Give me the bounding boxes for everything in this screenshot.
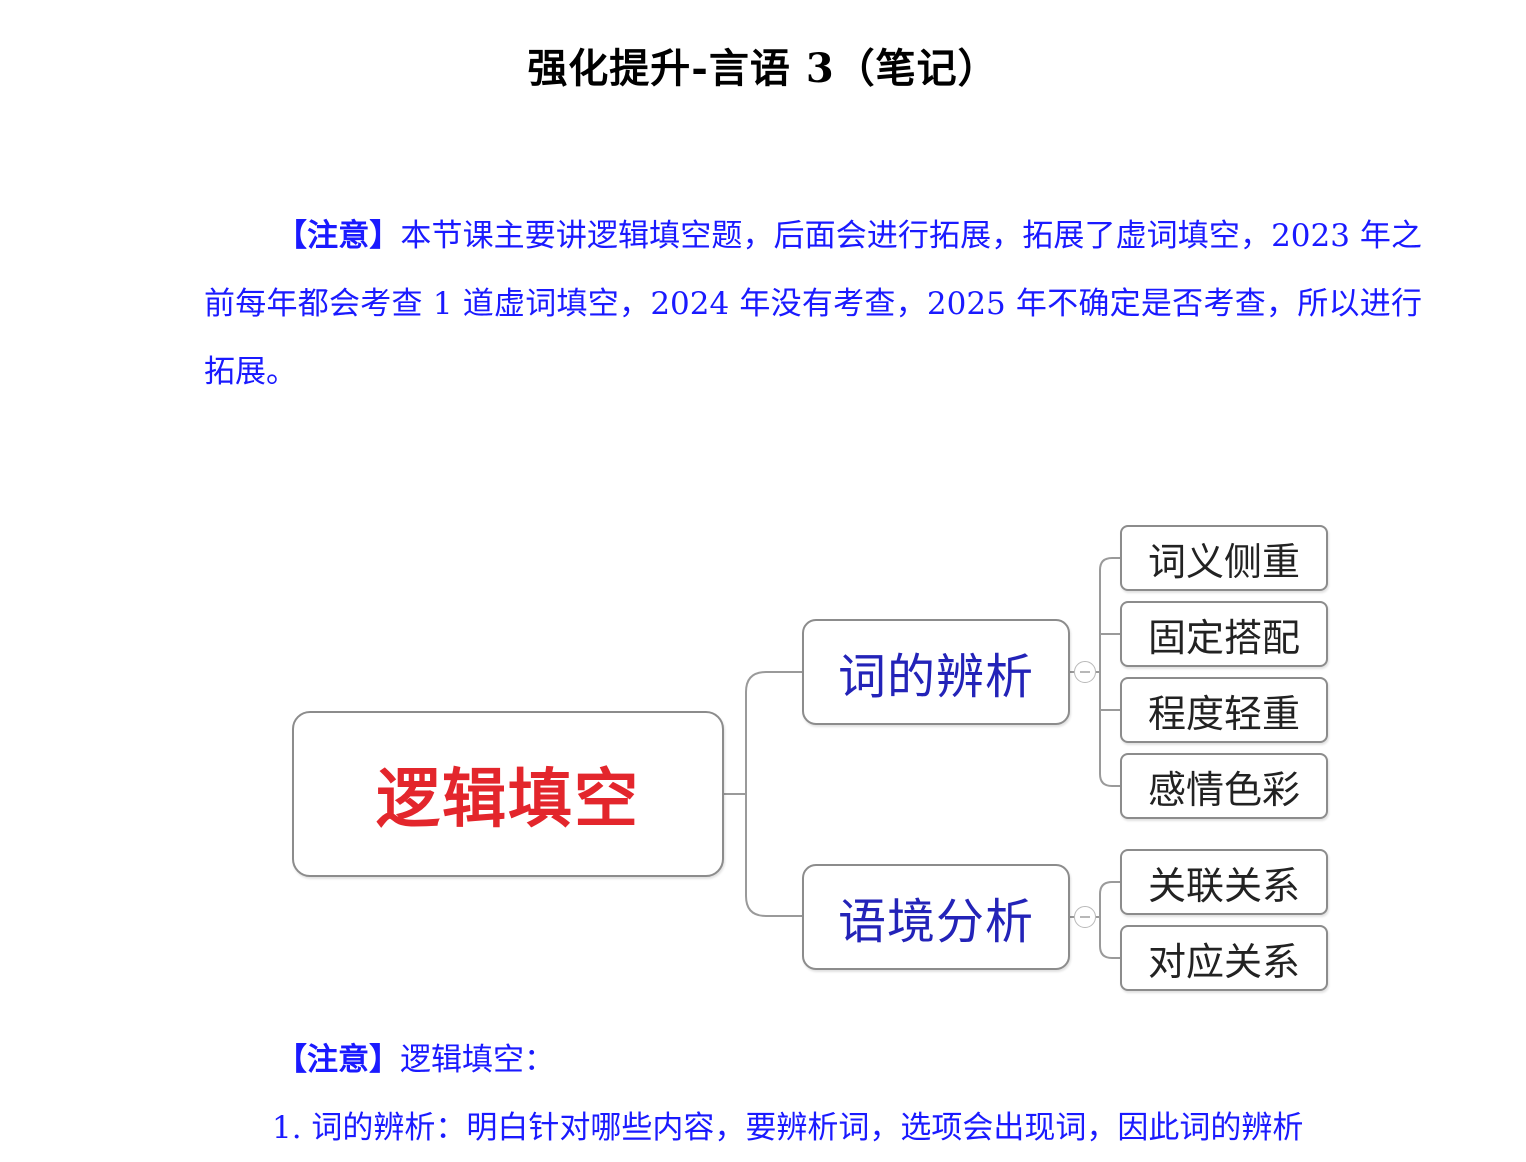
note-paragraph-3: 1. 词的辨析：明白针对哪些内容，要辨析词，选项会出现词，因此词的辨析: [272, 1110, 1304, 1146]
note-mark: 【注意】: [276, 1042, 400, 1078]
mindmap-leaf-node: 词义侧重: [1120, 525, 1328, 591]
mindmap-leaf-node: 固定搭配: [1120, 601, 1328, 667]
collapse-toggle-icon[interactable]: [1074, 661, 1096, 683]
note-text: 逻辑填空：: [400, 1042, 555, 1078]
page-title: 强化提升-言语 3（笔记）: [527, 45, 999, 92]
note-mark: 【注意】: [276, 218, 401, 254]
mindmap-leaf-node: 程度轻重: [1120, 677, 1328, 743]
mindmap-root-node: 逻辑填空: [292, 711, 724, 877]
mindmap-leaf-node: 对应关系: [1120, 925, 1328, 991]
note-text: 本节课主要讲逻辑填空题，后面会进行拓展，拓展了虚词填空，2023 年之前每年都会…: [204, 218, 1423, 390]
mindmap-leaf-node: 关联关系: [1120, 849, 1328, 915]
note-paragraph-1: 【注意】本节课主要讲逻辑填空题，后面会进行拓展，拓展了虚词填空，2023 年之前…: [204, 202, 1422, 406]
mindmap-leaf-node: 感情色彩: [1120, 753, 1328, 819]
mindmap-branch-context-analysis: 语境分析: [802, 864, 1070, 970]
mindmap-branch-word-analysis: 词的辨析: [802, 619, 1070, 725]
note-paragraph-2: 【注意】逻辑填空：: [276, 1026, 1426, 1094]
collapse-toggle-icon[interactable]: [1074, 906, 1096, 928]
